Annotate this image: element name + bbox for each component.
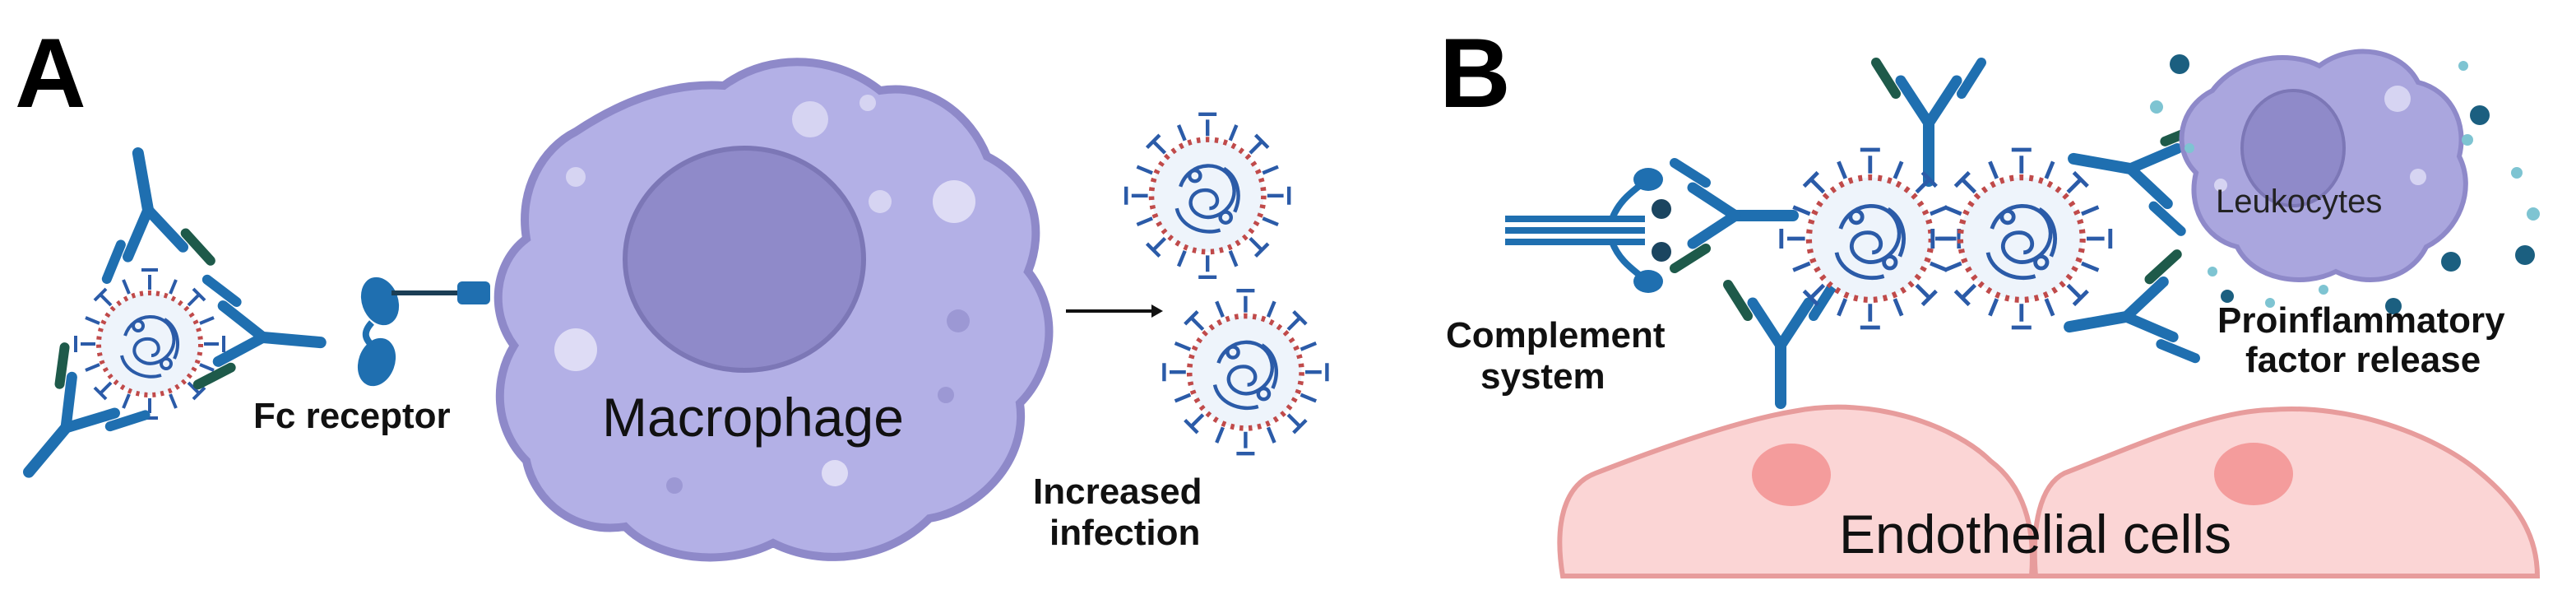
macrophage-cell	[493, 58, 1054, 562]
virus-icon	[76, 270, 224, 418]
virus-icon	[1164, 290, 1327, 453]
complement-label-line1: Complement	[1446, 315, 1666, 355]
leukocytes-label: Leukocytes	[2216, 184, 2382, 220]
complement-label-line2: system	[1480, 356, 1605, 397]
antibody-icon	[198, 280, 326, 395]
proinflammatory-label-line2: factor release	[2245, 340, 2481, 380]
increased-infection-label-line1: Increased	[1033, 472, 1202, 512]
proinflammatory-label-line1: Proinflammatory	[2217, 300, 2505, 341]
antibody-icon	[2060, 254, 2195, 379]
macrophage-label: Macrophage	[602, 387, 904, 448]
leukocyte-nucleus	[2240, 89, 2346, 207]
panel-a-antibody-coated-virus	[0, 144, 325, 506]
leukocyte-cell	[2179, 49, 2468, 282]
complement-complex-icon	[1505, 168, 1671, 293]
virus-icon	[1126, 114, 1289, 277]
arrow-right-icon	[1066, 304, 1163, 318]
endothelial-cells	[1557, 404, 2541, 578]
proinflammatory-factors	[2150, 54, 2540, 314]
antibody-icon	[1876, 63, 1981, 181]
endothelial-nucleus	[2214, 443, 2293, 505]
macrophage-nucleus	[623, 146, 866, 373]
fc-receptor-icon	[357, 276, 490, 387]
antibody-icon	[86, 144, 211, 279]
increased-infection-label-line2: infection	[1049, 513, 1200, 553]
endothelial-cells-label: Endothelial cells	[1839, 504, 2231, 565]
endothelial-nucleus	[1752, 444, 1831, 506]
endothelial-cell	[2032, 407, 2541, 578]
antibody-icon	[1675, 163, 1793, 268]
fc-receptor-label: Fc receptor	[253, 396, 451, 436]
panel-b-label: B	[1439, 18, 1511, 128]
panel-a-label: A	[15, 18, 86, 128]
